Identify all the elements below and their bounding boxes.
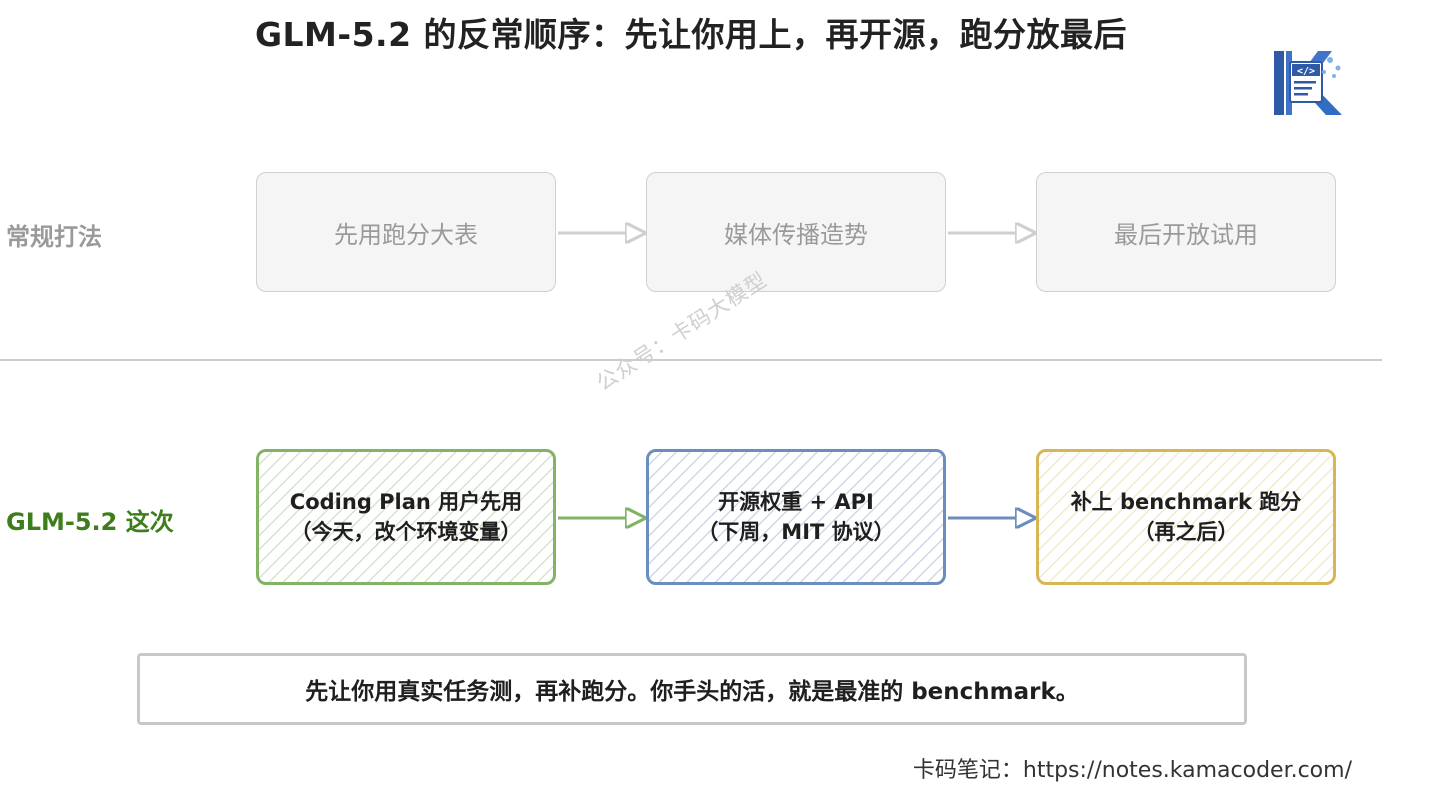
svg-text:</>: </> <box>1297 66 1315 77</box>
glm-step-1-line2: （今天，改个环境变量） <box>290 520 522 544</box>
glm-step-2-line2: （下周，MIT 协议） <box>697 520 895 544</box>
conventional-step-1-text: 先用跑分大表 <box>334 220 478 249</box>
conventional-step-2: 媒体传播造势 <box>646 172 946 292</box>
glm-step-1-line1: Coding Plan 用户先用 <box>289 490 523 514</box>
conventional-step-3: 最后开放试用 <box>1036 172 1336 292</box>
row-label-conventional: 常规打法 <box>6 223 102 251</box>
section-divider <box>0 359 1382 361</box>
conventional-step-3-text: 最后开放试用 <box>1114 220 1258 249</box>
glm-step-3-line1: 补上 benchmark 跑分 <box>1070 490 1302 514</box>
footer-source: 卡码笔记：https://notes.kamacoder.com/ <box>912 758 1352 783</box>
conventional-step-2-text: 媒体传播造势 <box>724 220 868 249</box>
kamacoder-logo-icon: </> <box>1274 51 1342 115</box>
glm-step-benchmark: 补上 benchmark 跑分 （再之后） <box>1036 449 1336 585</box>
glm-step-open-weights: 开源权重 + API （下周，MIT 协议） <box>646 449 946 585</box>
summary-text: 先让你用真实任务测，再补跑分。你手头的活，就是最准的 benchmark。 <box>305 679 1079 705</box>
conventional-step-1: 先用跑分大表 <box>256 172 556 292</box>
row-label-glm: GLM-5.2 这次 <box>6 508 174 536</box>
summary-callout: 先让你用真实任务测，再补跑分。你手头的活，就是最准的 benchmark。 <box>137 653 1247 725</box>
glm-step-3-line2: （再之后） <box>1133 520 1239 544</box>
glm-step-2-line1: 开源权重 + API <box>718 490 874 514</box>
glm-step-coding-plan: Coding Plan 用户先用 （今天，改个环境变量） <box>256 449 556 585</box>
page-title: GLM-5.2 的反常顺序：先让你用上，再开源，跑分放最后 <box>254 15 1128 54</box>
